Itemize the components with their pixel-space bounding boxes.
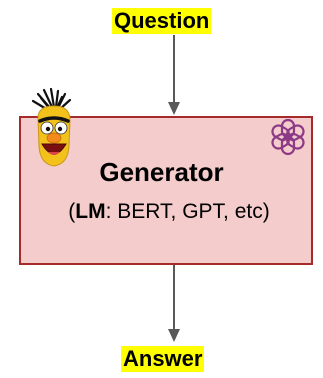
subtitle-open-paren: ( <box>68 200 76 223</box>
openai-logo-icon <box>271 118 305 156</box>
subtitle-models: : BERT, GPT, etc) <box>105 200 270 223</box>
subtitle-lm: LM <box>75 200 106 223</box>
generator-subtitle: (LM: BERT, GPT, etc) <box>22 199 316 225</box>
generator-title: Generator <box>99 157 224 187</box>
arrow-generator-to-answer <box>168 265 180 342</box>
bert-muppet-icon <box>31 88 72 167</box>
question-label: Question <box>112 8 212 34</box>
answer-label: Answer <box>121 346 205 372</box>
arrow-question-to-generator <box>168 35 180 115</box>
